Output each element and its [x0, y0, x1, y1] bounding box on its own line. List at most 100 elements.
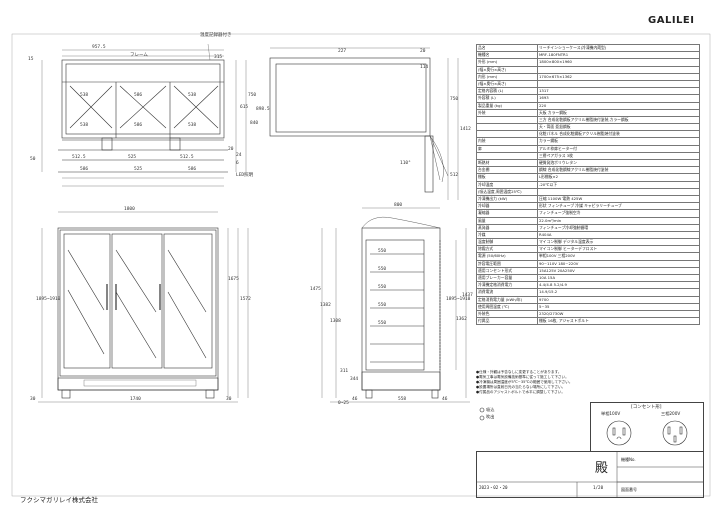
spec-key: (幅×奥行×高さ) [476, 65, 538, 74]
spec-value: リーチインショーケース(冷凍機内蔵型) [537, 43, 700, 53]
dim-right-4: 6 [236, 160, 239, 166]
shelf-gap-3: 550 [378, 284, 386, 290]
outlet-single-label: 単相100V [601, 411, 621, 416]
spec-value: マイコン制御 ヒーターデフロスト [537, 245, 700, 254]
spec-value [537, 79, 700, 89]
spec-value [537, 187, 700, 196]
spec-value: アルミ枠扉ヒーター付 [537, 144, 700, 153]
spec-value: 化粧パネル 合成化粧鋼板アクリル樹脂焼付塗装 [537, 130, 700, 139]
dim-side-4: 898.5 [256, 106, 270, 112]
dim-bot-6: 586 [188, 166, 196, 172]
spec-row: 品名リーチインショーケース(冷凍機内蔵型) [476, 43, 700, 53]
spec-key: 製品重量 (kg) [476, 101, 538, 110]
side-h-2: 1362 [456, 316, 467, 322]
legend-suction: 吸込 [486, 407, 495, 412]
dim-top-2: 315 [214, 54, 222, 60]
spec-key: 使用周囲温度 (℃) [476, 302, 538, 311]
shelf-gap-5: 550 [378, 320, 386, 326]
spec-key: 温度制御 [476, 238, 538, 247]
outlet-three-label: 三相200V [661, 411, 681, 416]
spec-row: 温度制御マイコン制御 デジタル温度表示 [476, 238, 700, 247]
spec-value: 9700 [537, 295, 700, 304]
spec-value: L形棚板×2 [537, 173, 700, 182]
spec-value: マイコン制御 デジタル温度表示 [537, 238, 700, 247]
dim-side-1: 615 [240, 104, 248, 110]
spec-value: 15A125V 20A250V [537, 266, 700, 276]
spec-key: 冷却器 [476, 202, 538, 211]
shelf-gap-2: 550 [378, 266, 386, 272]
spec-row: 三層ペアガラス 3枚 [476, 151, 700, 161]
spec-row: 化粧パネル 合成化粧鋼板アクリル樹脂焼付塗装 [476, 130, 700, 139]
spec-key: 内装 [476, 137, 538, 146]
dim-bot-5: 525 [134, 166, 142, 172]
spec-value: 22.0m³/min [537, 216, 700, 225]
spec-key: 外形 (mm) [476, 58, 538, 67]
side-bottom-4: 46 [442, 396, 448, 402]
spec-key: 冷媒 [476, 230, 538, 240]
spec-row: 三方 合成化粧鋼板アクリル樹脂焼付塗装,カラー鋼板 [476, 115, 700, 125]
front-h-5: 1382 [320, 302, 331, 308]
spec-row: 製品重量 (kg)220 [476, 101, 700, 110]
spec-value: MRF-180FNTR1 [537, 51, 700, 60]
spec-key: 機種名 [476, 51, 538, 60]
note-item: ●付属品のアジャストボルトで水平に調整して下さい。 [476, 389, 565, 394]
note-item: ●電気工事は電気設備技術基準に従って施工して下さい。 [476, 374, 569, 379]
door-angle: 110° [400, 160, 411, 166]
spec-key: 許容電圧範囲 [476, 259, 538, 268]
outlet-box: [コンセント形] 単相100V 三相200V [590, 402, 704, 452]
suction-arrow-icon [479, 407, 485, 413]
front-width-total: 1800 [124, 206, 135, 212]
spec-row: 扉アルミ枠扉ヒーター付 [476, 144, 700, 153]
title-block: 殿 機種No. 図面番号 2023・02・20 1/20 [476, 451, 704, 498]
spec-key: 内形 (mm) [476, 72, 538, 81]
spec-row: (幅×奥行×高さ) [476, 79, 700, 89]
front-base-2: 1740 [130, 396, 141, 402]
spec-row: 外形 (mm)1800×800×1960 [476, 58, 700, 67]
title-drawing-label: 図面番号 [621, 487, 637, 492]
legend-exhaust: 吹出 [486, 414, 495, 419]
spec-key: 除霜方式 [476, 245, 538, 254]
three-phase-outlet-icon [662, 420, 688, 446]
spec-value: フィンチューブ強制空冷 [537, 209, 700, 218]
front-h-6: 1308 [330, 318, 341, 324]
spec-value: 4.4/4.8 5.2/4.9 [537, 281, 700, 290]
spec-value: 単相100V 三相200V [537, 252, 700, 261]
side-h-1: 1895~1910 [446, 296, 471, 302]
callout-led: LED照明 [236, 172, 254, 178]
spec-value: 三層ペアガラス 3枚 [537, 151, 700, 161]
front-h-4: 1475 [310, 286, 321, 292]
spec-key: 冷凍機出力 (kW) [476, 194, 538, 204]
spec-key: 断熱材 [476, 158, 538, 168]
side-dim-4: 750 [450, 96, 458, 102]
spec-value: R404A [537, 230, 700, 240]
dim-shelf-4: 538 [80, 122, 88, 128]
title-model-label: 機種No. [621, 457, 636, 462]
side-h-3: 1437 [462, 292, 473, 298]
spec-row: 台金棚鋼線 合成化粧鋼線アクリル樹脂焼付塗装 [476, 166, 700, 175]
spec-row: 冷却器形状 フィンチューブ 冷媒 キャピラリーチューブ [476, 202, 700, 211]
spec-key: 冷却温度 [476, 180, 538, 189]
spec-row: 冷凍機出力 (kW)圧縮 1100W 電熱 425W [476, 194, 700, 204]
spec-key: 蒸発器 [476, 223, 538, 232]
spec-row: (吸込温度,周囲温度25℃) [476, 187, 700, 196]
spec-row: 外装天板 カラー鋼板 [476, 108, 700, 117]
spec-value: フィンチューブ冷却強制循環 [537, 223, 700, 232]
spec-value: 1693 [537, 94, 700, 103]
shelf-gap-4: 550 [378, 302, 386, 308]
note-item: ●設置場所は直射日光の当たらない場所にして下さい。 [476, 384, 566, 389]
spec-row: 冷却温度-20℃以下 [476, 180, 700, 189]
spec-key: 適用コンセント形式 [476, 266, 538, 276]
spec-value: 鋼線 合成化粧鋼線アクリル樹脂焼付塗装 [537, 166, 700, 175]
side-dim-6: 512 [450, 172, 458, 178]
spec-row: 内形 (mm)1700×675×1362 [476, 72, 700, 81]
side-bottom-2: 46 [352, 396, 358, 402]
spec-key [476, 151, 538, 161]
dim-shelf-5: 586 [134, 122, 142, 128]
dim-shelf-2: 586 [134, 92, 142, 98]
spec-value [537, 65, 700, 74]
